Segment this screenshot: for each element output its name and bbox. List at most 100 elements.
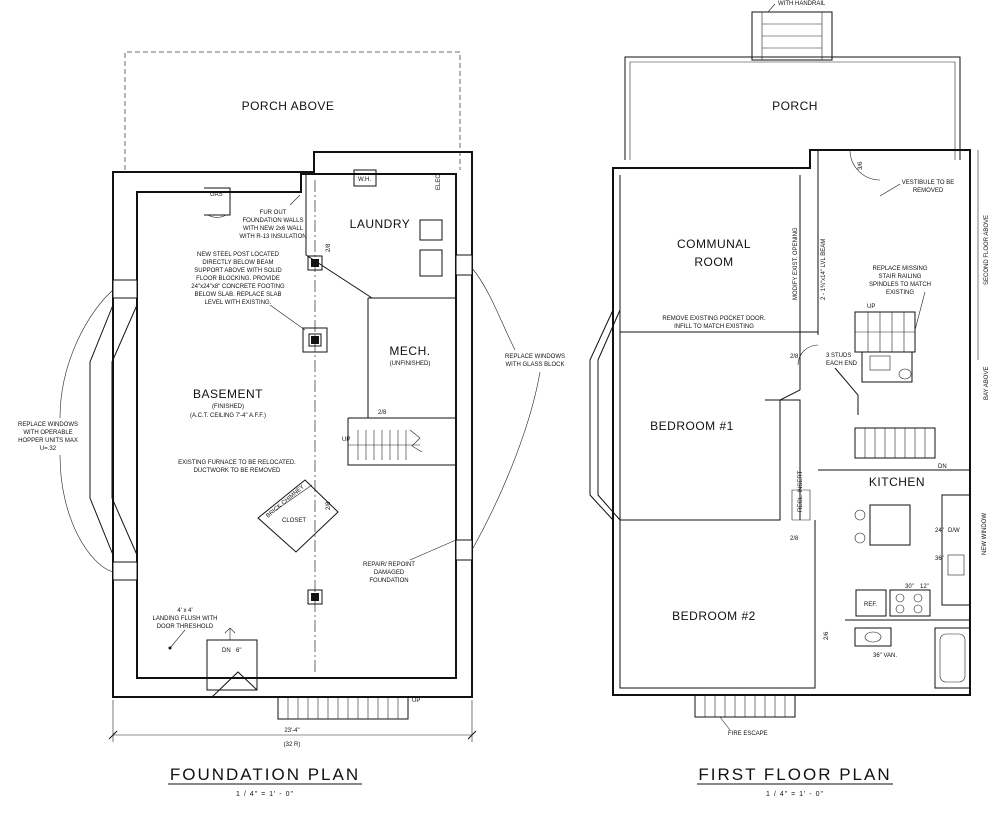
laundry-label: LAUNDRY <box>350 217 411 231</box>
foundation-outer-wall <box>112 151 473 698</box>
svg-text:STAIR RAILING: STAIR RAILING <box>879 274 922 280</box>
bedroom-1-label: BEDROOM #1 <box>650 419 734 433</box>
brick-chimney-label: BRICK CHIMNEY <box>265 484 305 519</box>
basement-sublabel: (FINISHED) <box>212 404 244 410</box>
svg-text:WITH GLASS BLOCK: WITH GLASS BLOCK <box>505 362 564 368</box>
exterior-stair <box>277 696 409 720</box>
water-heater-label: W.H. <box>358 177 371 183</box>
exterior-stair-up: UP <box>412 698 420 704</box>
post-1 <box>307 255 323 271</box>
stair-railing-note: REPLACE MISSING STAIR RAILING SPINDLES T… <box>869 266 931 331</box>
new-window-label: NEW WINDOW <box>982 513 988 555</box>
foundation-plan-scale: 1 / 4" = 1' - 0" <box>236 791 294 798</box>
refrigerator <box>855 589 887 617</box>
range <box>889 589 931 617</box>
fire-escape-stair <box>694 694 796 731</box>
kitchen-counter <box>941 494 971 606</box>
vestibule-note-1: VESTIBULE TO BE <box>902 180 954 186</box>
counter-30: 30" <box>905 584 914 590</box>
second-floor-above: SECOND FLOOR ABOVE <box>984 215 990 285</box>
closet-door-size: 2/8 <box>326 501 332 510</box>
dishwasher-label: D/W <box>948 528 960 534</box>
svg-text:FOUNDATION: FOUNDATION <box>369 578 408 584</box>
furnace-note: EXISTING FURNACE TO BE RELOCATED. DUCTWO… <box>178 460 296 474</box>
main-stair <box>854 311 916 353</box>
svg-text:REPLACE MISSING: REPLACE MISSING <box>872 266 927 272</box>
communal-label-1: COMMUNAL <box>677 237 751 251</box>
post-3 <box>307 589 323 605</box>
svg-text:FOUNDATION WALLS: FOUNDATION WALLS <box>242 218 303 224</box>
half-bath <box>861 351 913 383</box>
elec-label: ELEC. <box>436 172 442 190</box>
svg-text:4' x 4': 4' x 4' <box>177 608 192 614</box>
svg-text:REPLACE WINDOWS: REPLACE WINDOWS <box>18 422 78 428</box>
washer <box>419 219 443 241</box>
ref-label: REF. <box>864 602 877 608</box>
porch-label: PORCH <box>772 99 818 113</box>
laundry-door-size: 2/8 <box>326 243 332 252</box>
vestibule-note-2: REMOVED <box>913 188 944 194</box>
landing-dn: DN <box>222 648 231 654</box>
basement-stair-down <box>854 427 936 459</box>
first-floor-plan-scale: 1 / 4" = 1' - 0" <box>766 791 824 798</box>
overall-dimension: 23'-4" <box>284 728 299 734</box>
replace-windows-left-note: REPLACE WINDOWS WITH OPERABLE HOPPER UNI… <box>18 289 114 573</box>
svg-text:REPLACE WINDOWS: REPLACE WINDOWS <box>505 354 565 360</box>
svg-text:FUR OUT: FUR OUT <box>260 210 287 216</box>
communal-label-2: ROOM <box>694 255 733 269</box>
porch-outline <box>624 56 961 160</box>
svg-text:LANDING FLUSH WITH: LANDING FLUSH WITH <box>152 616 217 622</box>
bay-above: BAY ABOVE <box>984 367 990 400</box>
brick-chimney <box>257 479 339 553</box>
svg-text:WITH OPERABLE: WITH OPERABLE <box>23 430 72 436</box>
svg-text:EXISTING: EXISTING <box>886 290 914 296</box>
svg-text:EXISTING FURNACE TO BE RELOCAT: EXISTING FURNACE TO BE RELOCATED. <box>178 460 296 466</box>
dryer <box>419 249 443 277</box>
pocket-door-note-1: REMOVE EXISTING POCKET DOOR. <box>662 316 766 322</box>
replace-windows-right-note: REPLACE WINDOWS WITH GLASS BLOCK <box>471 267 565 551</box>
steel-post-note: NEW STEEL POST LOCATED DIRECTLY BELOW BE… <box>191 252 306 331</box>
basement-stair <box>348 429 423 460</box>
gas-label: GAS <box>210 192 223 198</box>
repair-note: REPAIR/ REPOINT DAMAGED FOUNDATION <box>363 539 457 584</box>
basement-ceiling: (A.C.T. CEILING 7'-4" A.F.F.) <box>190 413 266 419</box>
svg-text:NEW STEEL POST LOCATED: NEW STEEL POST LOCATED <box>197 252 280 258</box>
overall-dimension-sub: (32 R) <box>284 742 301 748</box>
svg-text:WITH NEW 2x6 WALL: WITH NEW 2x6 WALL <box>243 226 304 232</box>
landing-note: 4' x 4' LANDING FLUSH WITH DOOR THRESHOL… <box>152 608 218 650</box>
svg-text:24"x24"x8" CONCRETE FOOTING: 24"x24"x8" CONCRETE FOOTING <box>191 284 285 290</box>
mech-label: MECH. <box>389 344 430 358</box>
svg-text:DAMAGED: DAMAGED <box>374 570 405 576</box>
main-stair-up: UP <box>867 304 875 310</box>
svg-text:HOPPER UNITS MAX: HOPPER UNITS MAX <box>18 438 78 444</box>
pocket-door-note-2: INFILL TO MATCH EXISTING <box>674 324 754 330</box>
svg-text:DUCTWORK TO BE REMOVED: DUCTWORK TO BE REMOVED <box>194 468 281 474</box>
svg-text:BELOW SLAB. REPLACE SLAB: BELOW SLAB. REPLACE SLAB <box>194 292 281 298</box>
fire-escape-label: FIRE ESCAPE <box>728 731 768 737</box>
vanity <box>854 627 892 647</box>
svg-text:WITH R-13 INSULATION: WITH R-13 INSULATION <box>239 234 306 240</box>
svg-text:SUPPORT ABOVE WITH SOLID: SUPPORT ABOVE WITH SOLID <box>194 268 282 274</box>
foundation-plan-title: FOUNDATION PLAN <box>170 765 360 784</box>
basement-stair-dn: DN <box>938 464 947 470</box>
bedroom-2-label: BEDROOM #2 <box>672 609 756 623</box>
first-floor-plan-title: FIRST FLOOR PLAN <box>698 765 891 784</box>
landing-step: 6" <box>236 648 241 654</box>
landing <box>206 639 258 691</box>
svg-text:FLOOR BLOCKING. PROVIDE: FLOOR BLOCKING. PROVIDE <box>196 276 280 282</box>
porch-above-label: PORCH ABOVE <box>242 99 335 113</box>
svg-text:DOOR THRESHOLD: DOOR THRESHOLD <box>157 624 214 630</box>
bath-door-size: 2/6 <box>824 631 830 640</box>
kitchen-island <box>869 504 911 546</box>
svg-text:REPAIR/ REPOINT: REPAIR/ REPOINT <box>363 562 415 568</box>
porch-above-outline <box>124 51 461 170</box>
mech-sublabel: (UNFINISHED) <box>390 361 431 367</box>
studs-note-1: 3 STUDS <box>826 353 851 359</box>
top-handrail-note: WITH HANDRAIL <box>778 1 826 7</box>
first-floor-outer-wall <box>612 149 971 696</box>
counter-24: 24" <box>935 528 944 534</box>
recl-insert-label: RECL. INSERT <box>798 470 804 512</box>
foundation-inner-wall <box>136 173 457 679</box>
